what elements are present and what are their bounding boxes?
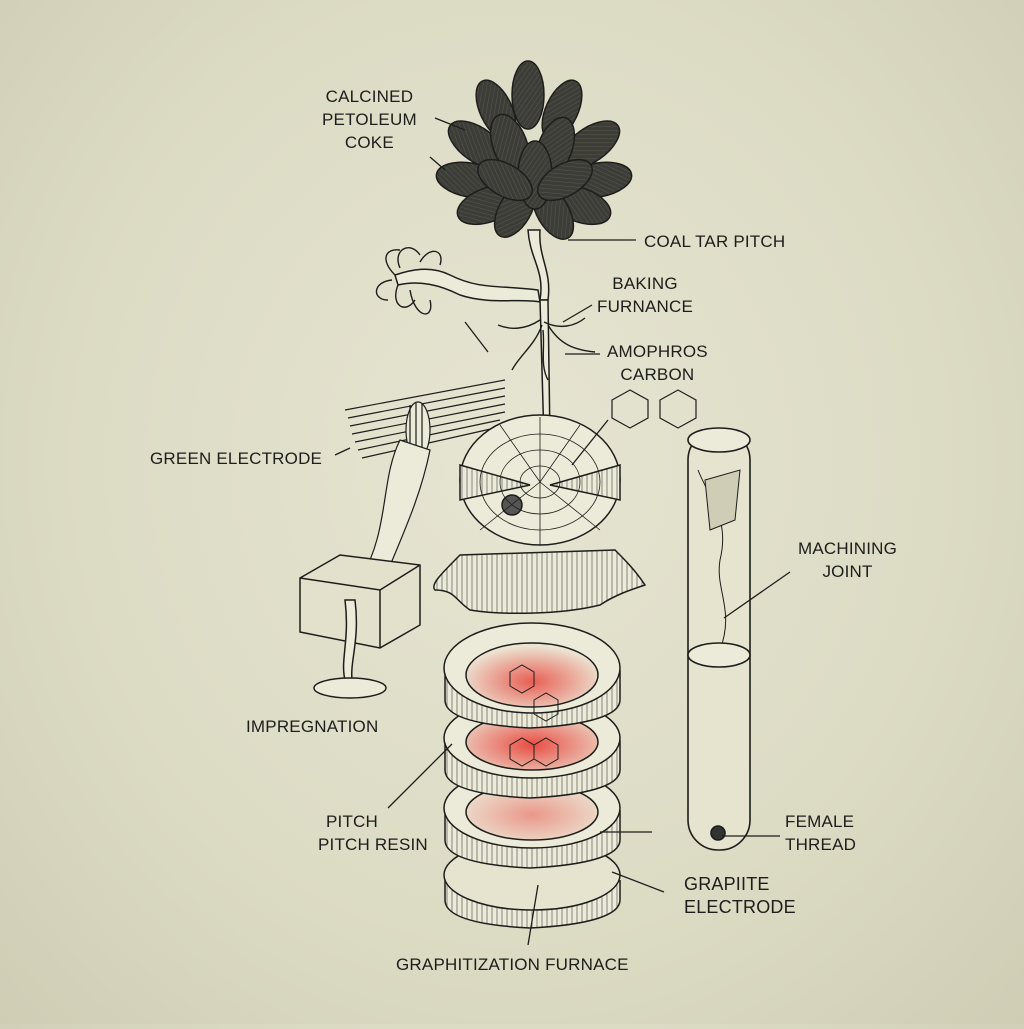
machining-joint-tube-icon: [687, 427, 751, 851]
label-graphite-electrode: GRAPIITE ELECTRODE: [684, 874, 796, 917]
green-electrode-bundle-icon: [344, 379, 506, 591]
baking-furnace-stump-icon: [433, 414, 647, 615]
leader-lines: [334, 117, 791, 946]
label-pitch-resin: PITCH PITCH RESIN: [318, 812, 428, 854]
label-coal-tar-pitch: COAL TAR PITCH: [644, 232, 786, 251]
graphitization-stack-icon: [443, 622, 621, 929]
hexagon-molecule-icon: [611, 389, 697, 429]
impregnation-block-icon: [299, 554, 421, 699]
label-graphitization-furnace: GRAPHITIZATION FURNACE: [396, 955, 629, 974]
label-impregnation: IMPREGNATION: [246, 717, 379, 736]
coke-leaf-cluster-icon: [435, 60, 633, 240]
label-machining-joint: MACHINING JOINT: [798, 539, 898, 581]
label-baking-furnace: BAKING FURNANCE: [597, 274, 694, 316]
label-female-thread: FEMALE THREAD: [785, 812, 857, 854]
label-calcined-petroleum-coke: CALCINED PETOLEUM COKE: [322, 87, 417, 152]
label-green-electrode: GREEN ELECTRODE: [150, 449, 323, 468]
root-tangle-icon: [375, 247, 596, 381]
label-amorphous-carbon: AMOPHROS CARBON: [607, 342, 708, 384]
